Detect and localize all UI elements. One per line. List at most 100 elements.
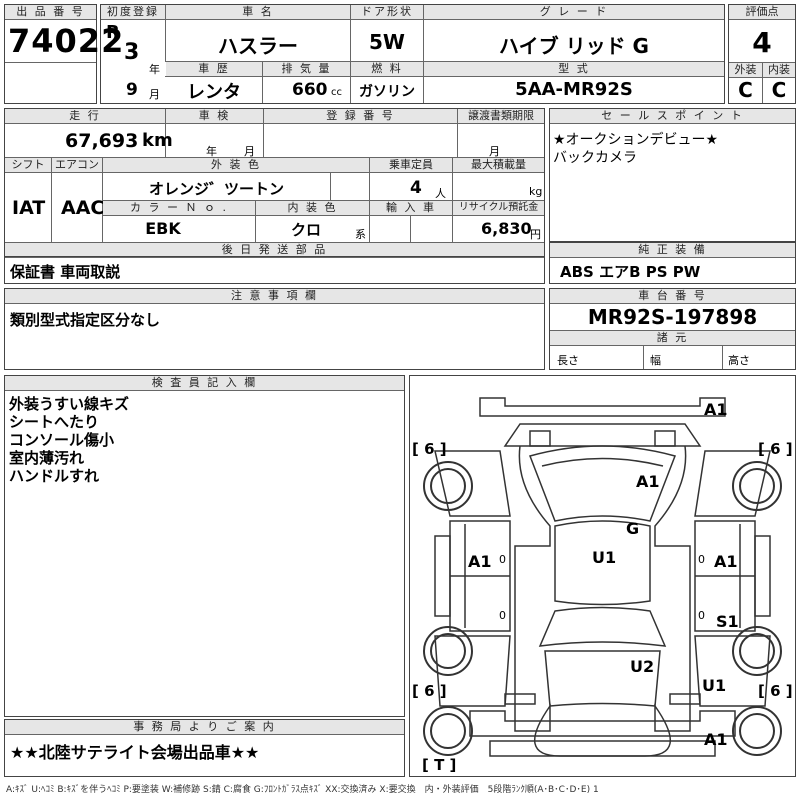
displacement-header: 排 気 量 [263,62,350,76]
lot-number-header: 出 品 番 号 [5,5,96,19]
sales-point-box [549,108,796,242]
mileage: 67,693 [65,130,139,152]
inspector-box [4,375,405,717]
mark-left-front-door: A1 [468,552,492,571]
mark-rear-right: U1 [702,676,727,695]
inspection-header: 車 検 [166,109,263,123]
office-note: ★★北陸サテライト会場出品車★★ [10,743,260,762]
aircon: AAC [61,197,105,219]
tire-mark-front-left: [ 6 ] [412,440,447,458]
grade: ハイブ リッド G [499,34,649,58]
person-unit: 人 [435,187,446,200]
caution-box [4,288,545,370]
max-load-header: 最大積載量 [453,158,544,172]
mark-front: A1 [704,400,728,419]
height-label: 高さ [728,354,750,367]
pillar-mark: 0 [698,553,705,566]
later-parts: 保証書 車両取説 [10,263,121,281]
vehicle-info-box [100,4,725,104]
genuine-equip: ABS エアB PS PW [560,263,701,281]
import-header: 輸 入 車 [370,201,452,215]
office-header: 事 務 局 よ り ご 案 内 [5,720,404,734]
office-box [4,719,405,777]
interior-header: 内装 [763,63,795,77]
chassis-header: 車 台 番 号 [550,289,795,303]
history-header: 車 歴 [166,62,262,76]
mark-right-rear-door: S1 [716,612,739,631]
genuine-equip-header: 純 正 装 備 [550,243,795,257]
fuel: ガソリン [359,84,415,100]
car-outline [423,397,782,757]
cc-unit: cc [331,87,342,98]
mark-hood: A1 [636,472,660,491]
pillar-mark: 0 [499,553,506,566]
chassis-number: MR92S-197898 [587,305,758,329]
year-unit: 年 [149,63,160,76]
score-header: 評価点 [729,5,795,19]
sales-point-list: ★オークションデビュー★ バックカメラ [553,131,718,167]
inspector-note: シートへたり [9,413,100,431]
shift-header: シフト [5,158,51,172]
inspector-note: コンソール傷小 [9,431,115,449]
series-unit: 系 [355,228,366,241]
grade-header: グ レ ー ド [424,5,724,19]
inspection-month-unit: 月 [244,145,255,158]
caution-note: 類別型式指定区分なし [10,311,161,329]
sales-point-item: ★オークションデビュー★ [553,132,719,148]
mark-windshield: G [626,519,640,538]
inspector-header: 検 査 員 記 入 欄 [5,376,404,390]
width-label: 幅 [650,354,661,367]
inspector-note: 室内薄汚れ [9,449,85,467]
inspector-note: 外装うすい線キズ [9,395,130,413]
interior-grade: C [771,78,787,102]
ext-color: オレンジ゛ツートン [148,180,284,198]
specs-header: 諸 元 [550,331,795,345]
mark-right-front-door: A1 [714,552,738,571]
door-type-header: ドア形状 [351,5,423,19]
sales-point-header: セ ー ル ス ポ イ ン ト [550,109,795,123]
car-name-header: 車 名 [166,5,350,19]
first-reg-year: 3 [124,40,140,65]
month-unit: 月 [149,88,160,101]
sales-point-item: バックカメラ [553,150,637,166]
mark-rear: A1 [704,730,728,749]
int-color: クロ [290,221,321,239]
transfer-doc-header: 譲渡書類期限 [458,109,544,123]
displacement: 660 [292,80,328,100]
ext-color-header: 外 装 色 [103,158,369,172]
first-reg-header: 初度登録 [101,5,165,19]
color-no-header: カ ラ ー Ｎ ｏ . [103,201,255,215]
lot-number-box [4,4,97,104]
shift: IAT [12,197,46,219]
capacity-header: 乗車定員 [370,158,452,172]
chassis-box [549,288,796,370]
km-unit: km [142,130,173,151]
mark-rear-glass: U2 [630,657,655,676]
mark-roof: U1 [592,548,617,567]
pillar-mark: 0 [499,609,506,622]
recycle-fee: 6,830 [481,219,532,238]
fuel-header: 燃 料 [351,62,423,76]
tire-mark-front-right: [ 6 ] [758,440,793,458]
inspection-year-unit: 年 [206,145,217,158]
spare-tire-mark: [ T ] [422,756,457,774]
int-color-header: 内 装 色 [256,201,369,215]
model-type-header: 型 式 [424,62,724,76]
length-label: 長さ [557,354,579,367]
vehicle-history: レンタ [187,82,241,103]
aircon-header: エアコン [52,158,102,172]
car-name: ハスラー [218,34,298,58]
kg-unit: kg [529,185,543,198]
lot-number: 74022 [8,22,125,60]
tire-mark-rear-right: [ 6 ] [758,682,793,700]
door-type: 5W [369,30,405,54]
inspector-note: ハンドルすれ [9,467,100,485]
exterior-grade: C [738,78,753,102]
overall-score: 4 [752,26,772,59]
later-parts-header: 後 日 発 送 部 品 [5,243,544,257]
pillar-mark: 0 [698,609,705,622]
era-mark: R [106,22,120,43]
legend: A:ｷｽﾞ U:ﾍｺﾐ B:ｷｽﾞを伴うﾍｺﾐ P:要塗装 W:補修跡 S:錆 … [6,785,599,795]
yen-unit: 円 [530,228,541,241]
tire-mark-rear-left: [ 6 ] [412,682,447,700]
